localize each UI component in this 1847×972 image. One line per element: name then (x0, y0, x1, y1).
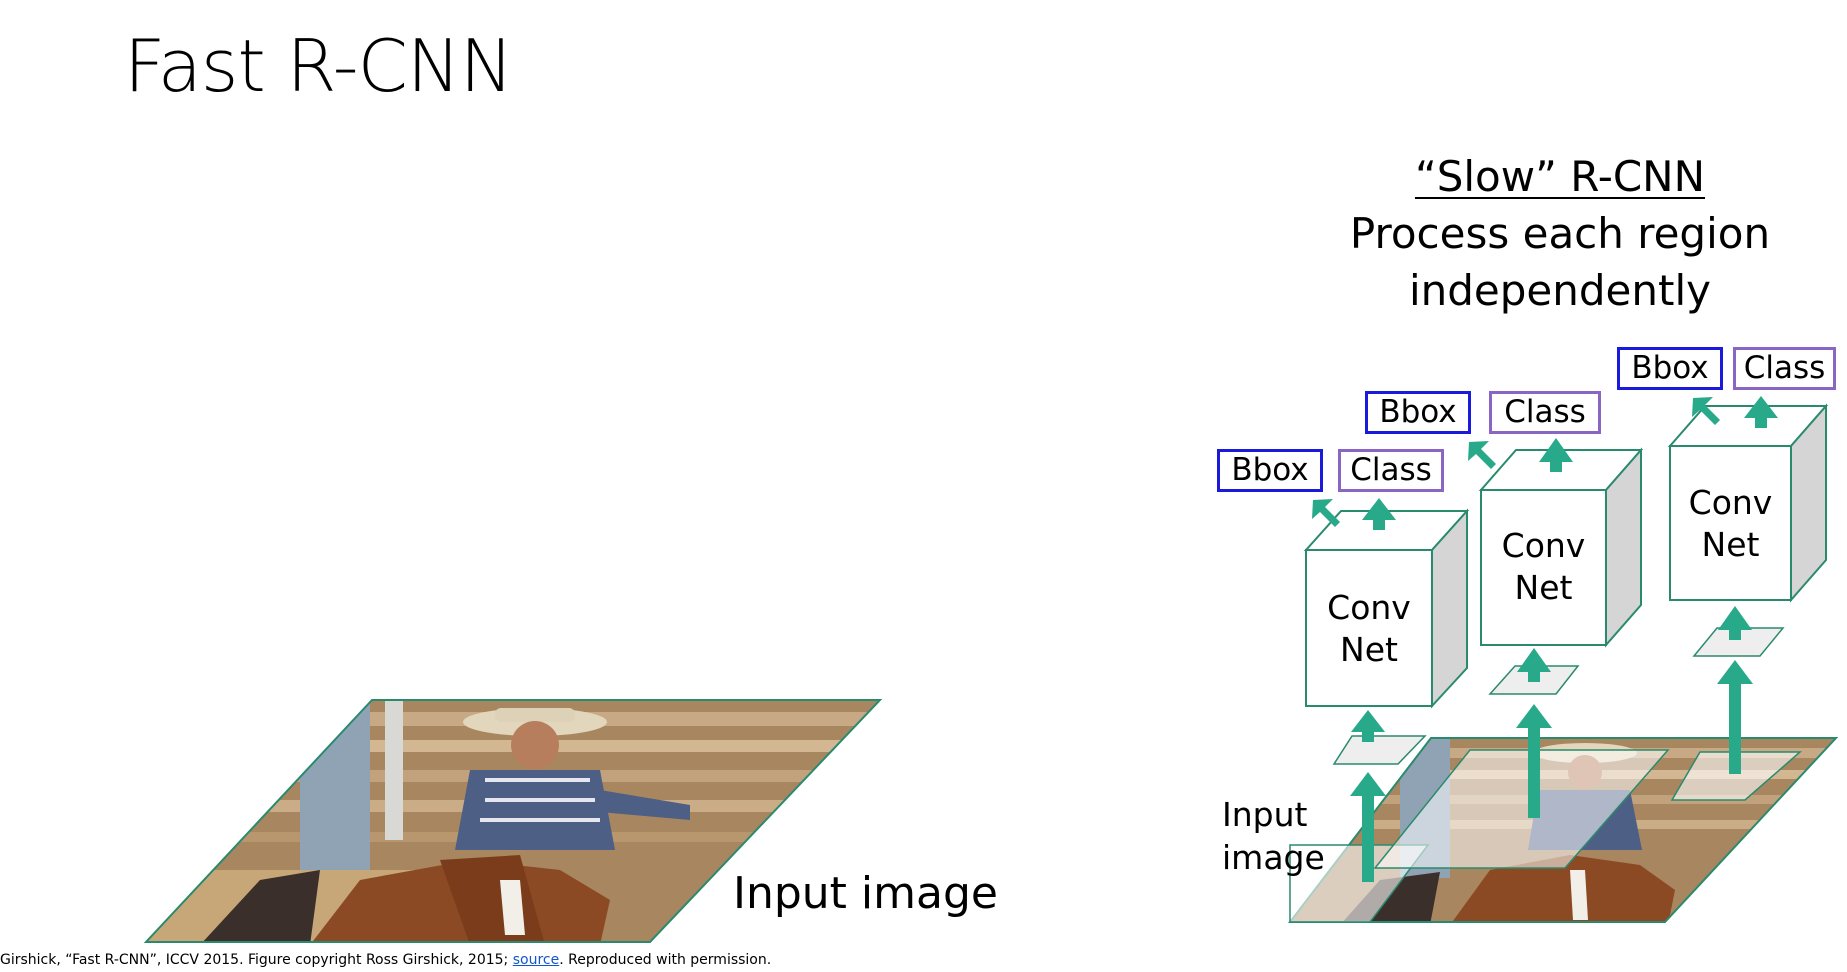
class-label-1: Class (1338, 449, 1444, 492)
convnet-box-3 (1669, 445, 1792, 601)
caption-text: Girshick, “Fast R-CNN”, ICCV 2015. Figur… (0, 952, 513, 968)
region-crop-3 (1692, 627, 1785, 657)
convnet-label-2-line2: Net (1514, 568, 1573, 607)
slow-rcnn-title: “Slow” R-CNN (1414, 152, 1706, 201)
arrow-up-class-2 (1539, 438, 1573, 472)
convnet-label-1-line2: Net (1340, 630, 1398, 669)
caption-after: . Reproduced with permission. (559, 952, 772, 968)
input-image-large (143, 699, 883, 943)
convnet-label-1-line1: Conv (1327, 588, 1411, 627)
arrow-up-image-2 (1516, 704, 1552, 818)
arrow-up-image-3 (1717, 660, 1753, 774)
convnet-stack-3 (1667, 403, 1829, 657)
convnet-label-2-line1: Conv (1501, 526, 1586, 565)
slow-rcnn-heading: “Slow” R-CNN Process each region indepen… (1280, 148, 1840, 319)
bbox-label-2: Bbox (1365, 391, 1471, 434)
arrow-up-class-3 (1744, 396, 1778, 428)
arrow-up-crop-3 (1718, 606, 1752, 640)
convnet-stack-1 (1303, 508, 1470, 765)
slide-title: Fast R-CNN (124, 24, 514, 108)
arrow-up-image-1 (1350, 772, 1386, 882)
input-image-label: Input image (733, 868, 998, 919)
convnet-label-3: Conv Net (1670, 482, 1791, 566)
convnet-label-1: Conv Net (1306, 587, 1432, 671)
convnet-label-2: Conv Net (1481, 525, 1606, 609)
convnet-label-3-line1: Conv (1688, 483, 1773, 522)
convnet-box-1 (1305, 549, 1433, 707)
class-label-3: Class (1733, 347, 1836, 390)
bbox-label-3: Bbox (1617, 347, 1723, 390)
class-label-2: Class (1489, 391, 1601, 434)
convnet-box-2 (1480, 489, 1607, 646)
arrow-up-class-1 (1362, 498, 1396, 530)
slow-rcnn-line1: Process each region (1349, 209, 1771, 258)
region-crop-1 (1332, 735, 1427, 765)
citation-caption: Girshick, “Fast R-CNN”, ICCV 2015. Figur… (0, 953, 771, 967)
arrow-up-crop-1 (1351, 710, 1385, 742)
arrow-diag-bbox-1 (1312, 499, 1340, 530)
input-image-label-small: Input image (1222, 793, 1325, 879)
bbox-label-1: Bbox (1217, 449, 1323, 492)
input-label-line2: image (1222, 838, 1325, 877)
slow-rcnn-line2: independently (1408, 266, 1712, 315)
input-label-line1: Input (1222, 795, 1308, 834)
arrow-up-crop-2 (1517, 648, 1551, 682)
convnet-label-3-line2: Net (1701, 525, 1760, 564)
arrows (1312, 396, 1778, 882)
source-link[interactable]: source (512, 952, 560, 968)
arrow-diag-bbox-2 (1468, 441, 1496, 472)
arrow-diag-bbox-3 (1692, 397, 1720, 428)
